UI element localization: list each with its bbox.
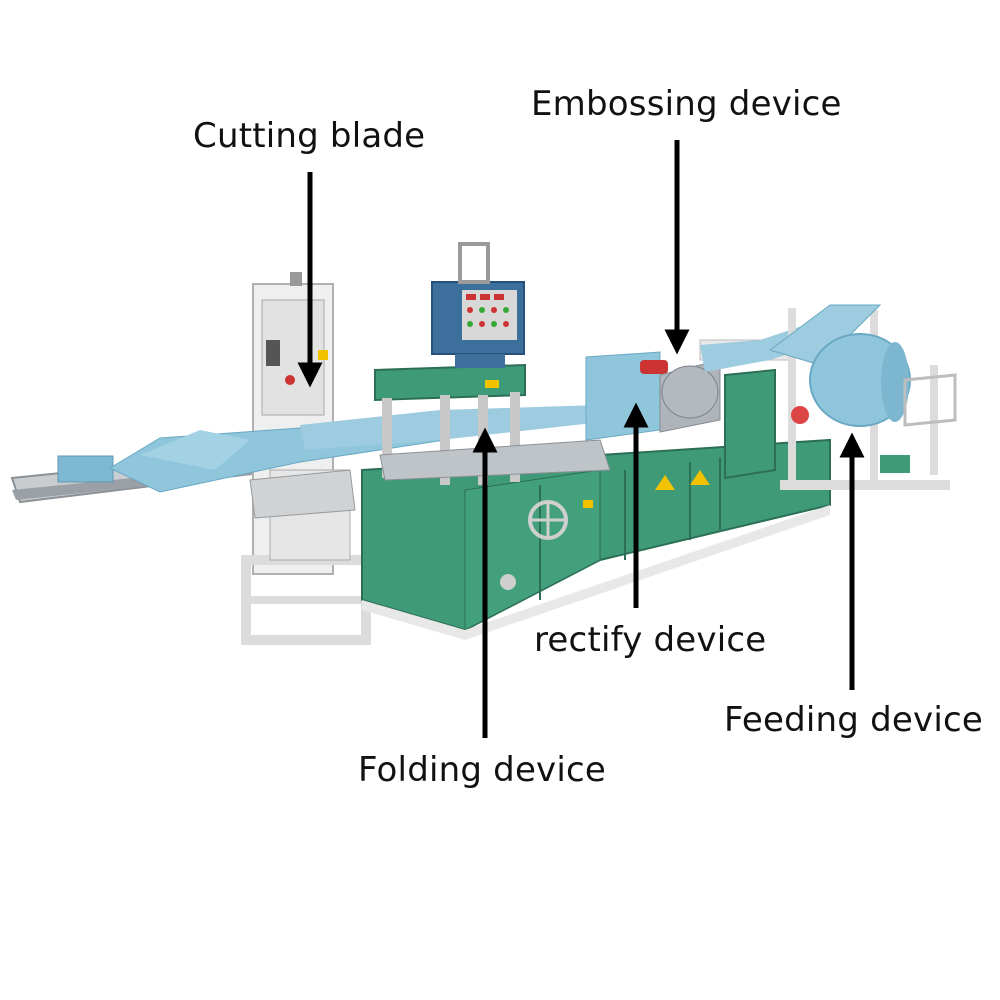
label-cutting-blade: Cutting blade [193, 116, 426, 156]
label-folding-device: Folding device [358, 750, 607, 790]
pointer-arrows [297, 140, 865, 738]
napkin-folding-machine [10, 242, 957, 645]
label-rectify-device: rectify device [534, 620, 767, 660]
paper-sheets [108, 405, 620, 493]
control-box [431, 242, 525, 368]
main-machine-body [361, 438, 831, 640]
label-feeding-device: Feeding device [724, 700, 983, 740]
label-embossing-device: Embossing device [531, 84, 842, 124]
feeding-unit [768, 304, 957, 490]
